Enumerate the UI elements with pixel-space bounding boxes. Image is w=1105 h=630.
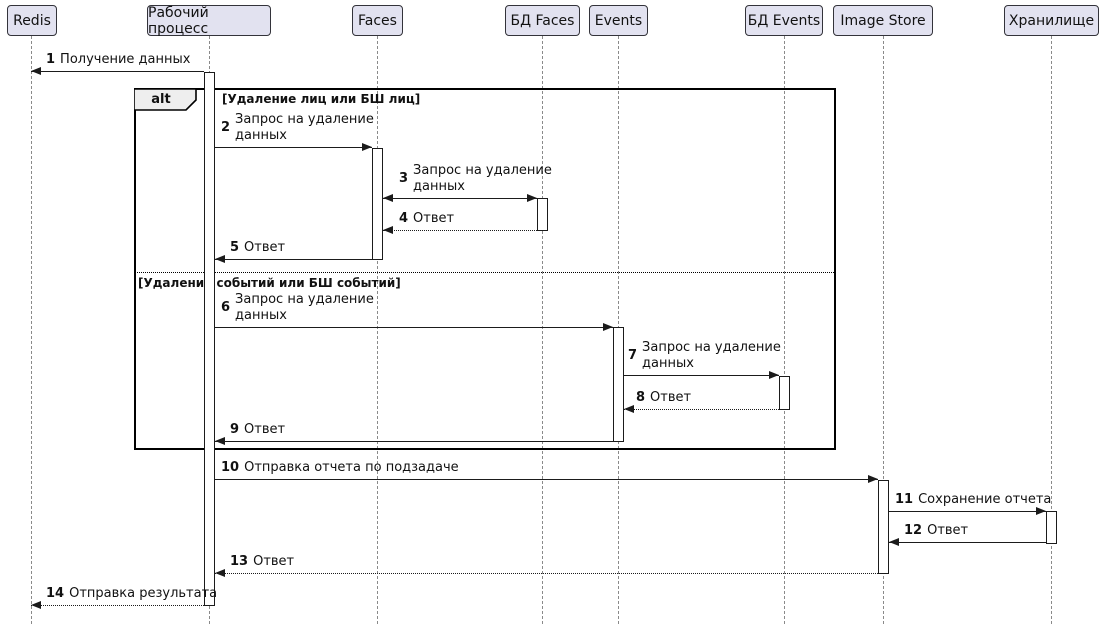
message-text: Ответ <box>244 240 286 255</box>
alt-divider <box>134 272 836 273</box>
message-6-label: 6 Запрос на удаление данных <box>221 292 375 325</box>
participant-image-store: Image Store <box>833 5 933 36</box>
message-4-label: 4 Ответ <box>399 211 454 227</box>
arrowhead-left-icon <box>31 67 41 75</box>
message-number: 6 <box>221 300 231 316</box>
alt-frame <box>134 88 836 450</box>
message-text: Ответ <box>650 390 692 405</box>
message-number: 9 <box>230 422 240 437</box>
message-1-label: 1 Получение данных <box>46 52 190 68</box>
message-7-line <box>624 375 779 376</box>
message-4-line <box>383 230 537 231</box>
message-number: 2 <box>221 120 231 136</box>
arrowhead-left-icon <box>889 538 899 546</box>
arrowhead-left-icon <box>215 569 225 577</box>
message-text: Сохранение отчета <box>918 492 1052 507</box>
message-6-line <box>215 327 613 328</box>
activation-storage <box>1046 511 1057 544</box>
message-8-line <box>624 409 779 410</box>
message-14-label: 14 Отправка результата <box>46 586 217 602</box>
arrowhead-right-icon <box>868 475 878 483</box>
alt-guard-1: [Удаление лиц или БШ лиц] <box>222 92 421 106</box>
message-text: Отправка отчета по подзадаче <box>244 460 459 475</box>
message-2-label: 2 Запрос на удаление данных <box>221 112 375 145</box>
message-5-line <box>215 259 372 260</box>
message-number: 1 <box>46 52 56 67</box>
activation-worker-process <box>204 72 215 606</box>
alt-guard-2: [Удаление событий или БШ событий] <box>138 276 401 290</box>
arrowhead-right-icon <box>769 371 779 379</box>
participant-worker-process: Рабочий процесс <box>147 5 271 37</box>
activation-db-events <box>779 376 790 410</box>
message-11-line <box>889 511 1046 512</box>
message-number: 11 <box>895 492 914 507</box>
lifeline-faces <box>377 36 378 624</box>
message-3-line <box>383 198 537 199</box>
message-number: 8 <box>636 390 646 405</box>
message-2-line <box>215 147 372 148</box>
activation-image-store <box>878 480 889 574</box>
lifeline-storage <box>1051 36 1052 624</box>
activation-events <box>613 327 624 442</box>
participant-faces: Faces <box>352 5 403 36</box>
participant-db-events: БД Events <box>745 5 823 36</box>
arrowhead-left-icon <box>624 405 634 413</box>
message-number: 3 <box>399 171 409 187</box>
message-text: Запрос на удаление данных <box>642 340 781 372</box>
arrowhead-left-icon <box>383 194 393 202</box>
message-8-label: 8 Ответ <box>636 390 691 406</box>
message-13-label: 13 Ответ <box>230 554 294 570</box>
message-12-line <box>889 542 1046 543</box>
message-text: Ответ <box>927 523 969 538</box>
message-text: Ответ <box>244 422 286 437</box>
arrowhead-left-icon <box>31 601 41 609</box>
message-text: Получение данных <box>60 52 191 67</box>
lifeline-image-store <box>883 36 884 624</box>
arrowhead-right-icon <box>1036 507 1046 515</box>
message-7-label: 7 Запрос на удаление данных <box>628 340 782 373</box>
lifeline-redis <box>31 36 32 624</box>
message-number: 5 <box>230 240 240 255</box>
participant-events: Events <box>589 5 648 36</box>
arrowhead-left-icon <box>383 226 393 234</box>
message-10-line <box>215 479 878 480</box>
participant-storage: Хранилище <box>1004 5 1099 36</box>
message-9-label: 9 Ответ <box>230 422 285 438</box>
arrowhead-left-icon <box>215 437 225 445</box>
alt-operator-pentagon <box>134 88 197 111</box>
lifeline-db-faces <box>542 36 543 624</box>
arrowhead-right-icon <box>603 323 613 331</box>
message-13-line <box>215 573 878 574</box>
message-9-line <box>215 441 613 442</box>
message-10-label: 10 Отправка отчета по подзадаче <box>221 460 459 476</box>
arrowhead-right-icon <box>527 194 537 202</box>
message-number: 12 <box>904 523 923 538</box>
participant-db-faces: БД Faces <box>505 5 580 36</box>
message-12-label: 12 Ответ <box>904 523 968 539</box>
message-3-label: 3 Запрос на удаление данных <box>399 163 553 196</box>
alt-operator-label: alt <box>151 92 171 107</box>
participant-redis: Redis <box>7 5 57 36</box>
message-text: Ответ <box>413 211 455 226</box>
message-number: 13 <box>230 554 249 569</box>
message-number: 10 <box>221 460 240 475</box>
activation-faces <box>372 148 383 260</box>
message-5-label: 5 Ответ <box>230 240 285 256</box>
message-number: 14 <box>46 586 65 601</box>
message-14-line <box>31 605 204 606</box>
message-text: Запрос на удаление данных <box>235 112 374 144</box>
message-text: Ответ <box>253 554 295 569</box>
arrowhead-left-icon <box>215 255 225 263</box>
message-text: Отправка результата <box>69 586 218 601</box>
message-11-label: 11 Сохранение отчета <box>895 492 1051 508</box>
message-text: Запрос на удаление данных <box>413 163 552 195</box>
arrowhead-right-icon <box>362 143 372 151</box>
message-number: 4 <box>399 211 409 226</box>
message-1-line <box>31 71 204 72</box>
message-text: Запрос на удаление данных <box>235 292 374 324</box>
activation-db-faces <box>537 198 548 231</box>
message-number: 7 <box>628 348 638 364</box>
lifeline-db-events <box>784 36 785 624</box>
